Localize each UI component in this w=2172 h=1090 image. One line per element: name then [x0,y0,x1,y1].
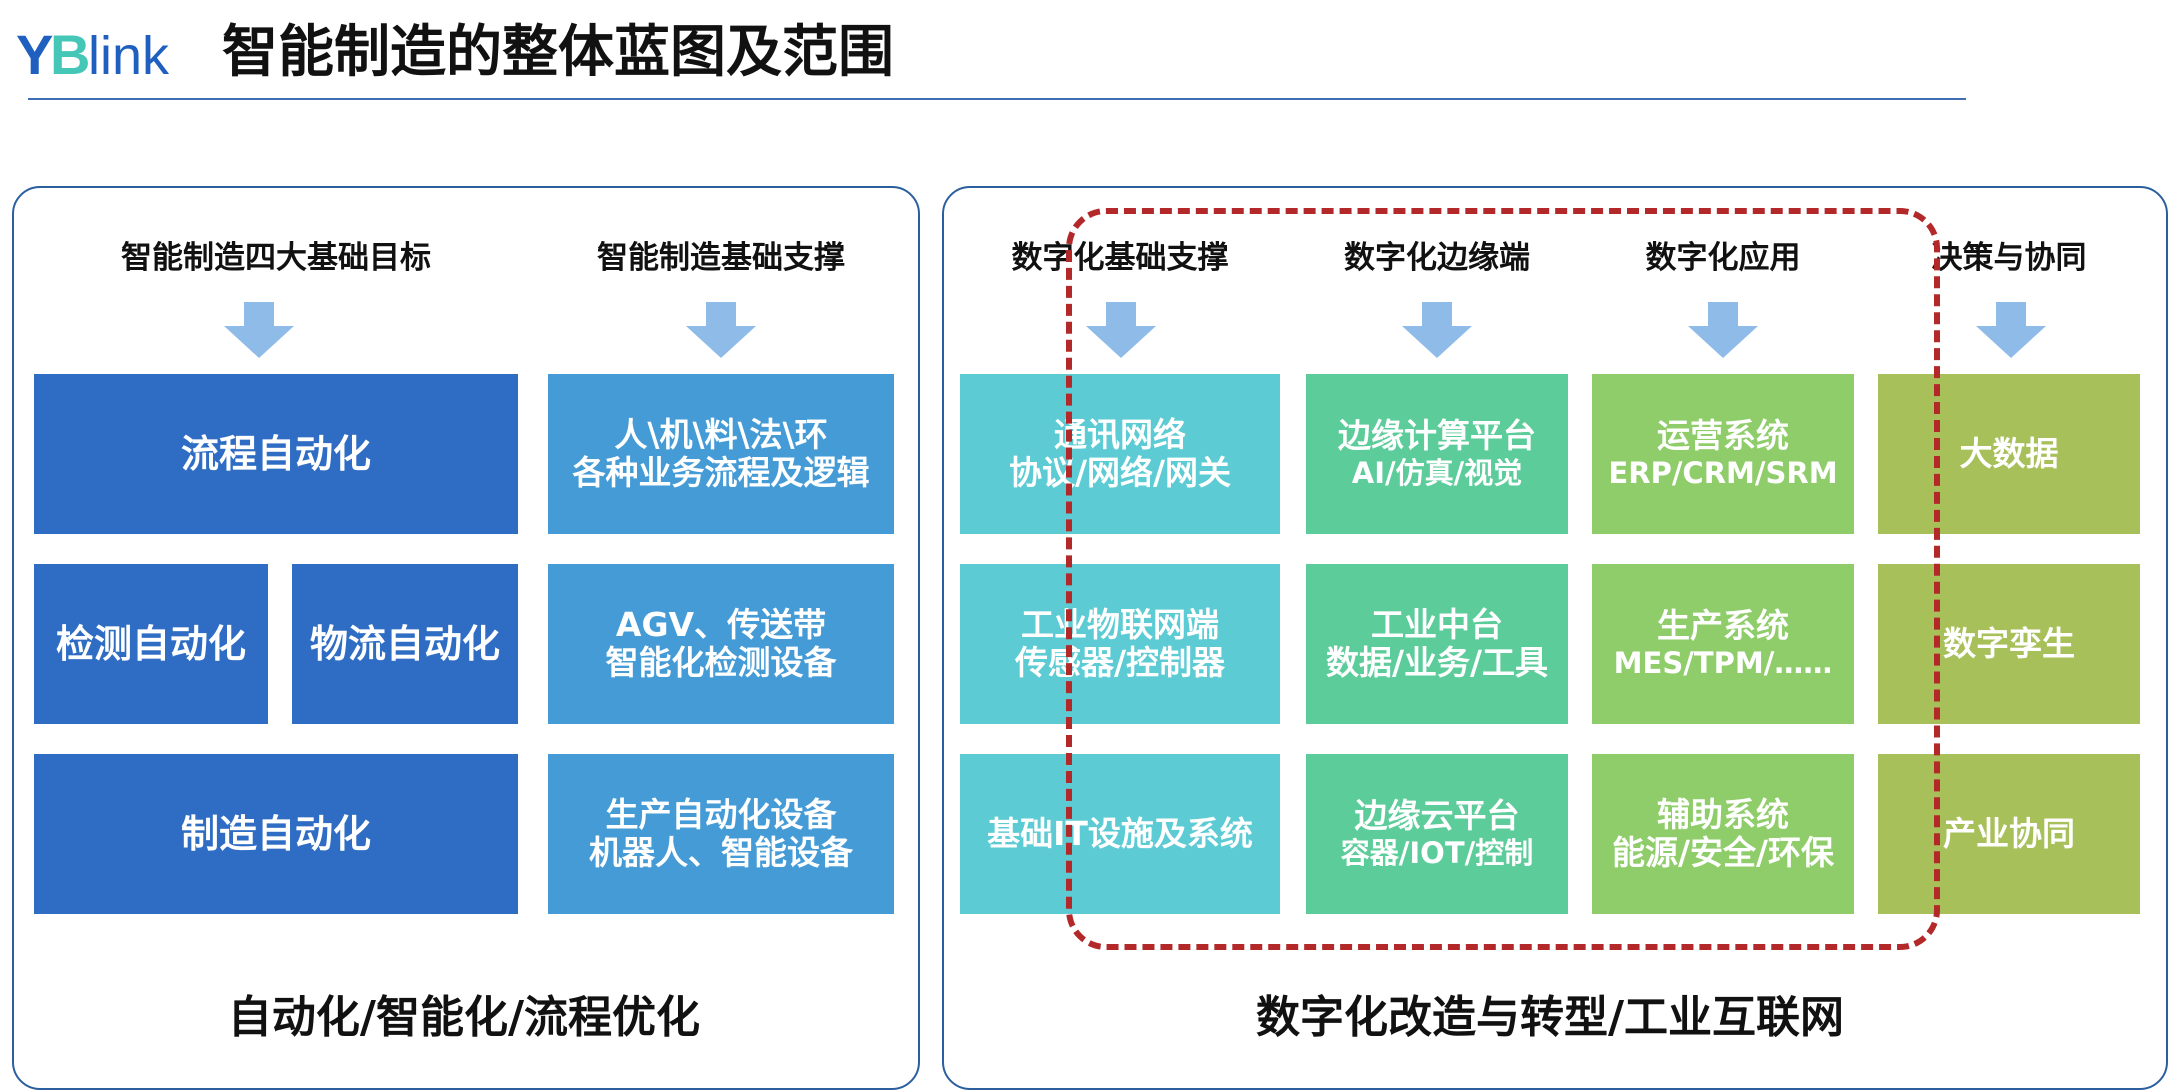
col-heading-decision-collaboration: 决策与协同 [1931,240,2087,276]
box-support-people-machine: 人\机\料\法\环 各种业务流程及逻辑 [548,374,894,534]
col-heading-digital-edge: 数字化边缘端 [1344,240,1530,276]
svg-text:B: B [50,23,90,86]
box-label: 数字孪生 [1943,624,2075,663]
box-line-2: AI/仿真/视觉 [1351,456,1523,490]
box-communication-network: 通讯网络 协议/网络/网关 [960,374,1280,534]
box-line-1: 运营系统 [1657,416,1789,455]
box-label: 流程自动化 [180,432,371,476]
box-edge-computing: 边缘计算平台 AI/仿真/视觉 [1306,374,1568,534]
box-support-production-equipment: 生产自动化设备 机器人、智能设备 [548,754,894,914]
box-manufacturing-automation: 制造自动化 [34,754,518,914]
right-panel-caption: 数字化改造与转型/工业互联网 [1255,992,1845,1043]
box-line-1: 工业物联网端 [1021,605,1219,644]
box-line-2: 协议/网络/网关 [1008,453,1232,492]
box-line-2: 传感器/控制器 [1014,643,1226,682]
box-iiot-endpoint: 工业物联网端 传感器/控制器 [960,564,1280,724]
box-auxiliary-system: 辅助系统 能源/安全/环保 [1592,754,1854,914]
box-line-2: 数据/业务/工具 [1325,643,1549,682]
box-line-1: 基础IT设施及系统 [987,814,1253,853]
box-inspection-automation: 检测自动化 [34,564,268,724]
col-heading-foundation-goals: 智能制造四大基础目标 [121,240,431,276]
box-line-2: 各种业务流程及逻辑 [572,453,870,492]
box-label: 检测自动化 [55,622,246,666]
col-heading-digital-application: 数字化应用 [1645,240,1801,276]
svg-text:Y: Y [16,23,53,86]
box-big-data: 大数据 [1878,374,2140,534]
box-line-1: 辅助系统 [1657,795,1789,834]
box-line-2: 容器/IOT/控制 [1340,836,1534,870]
box-edge-cloud: 边缘云平台 容器/IOT/控制 [1306,754,1568,914]
box-industrial-middle-platform: 工业中台 数据/业务/工具 [1306,564,1568,724]
header-divider [28,98,1966,100]
box-line-1: 工业中台 [1371,605,1503,644]
box-label: 物流自动化 [309,622,500,666]
down-arrow-icon [224,302,294,358]
box-production-system: 生产系统 MES/TPM/…… [1592,564,1854,724]
box-support-agv: AGV、传送带 智能化检测设备 [548,564,894,724]
down-arrow-icon [1086,302,1156,358]
box-it-infrastructure: 基础IT设施及系统 [960,754,1280,914]
box-line-1: AGV、传送带 [615,605,827,644]
box-line-2: ERP/CRM/SRM [1608,456,1838,490]
box-line-1: 边缘云平台 [1354,796,1520,835]
down-arrow-icon [1402,302,1472,358]
page-title: 智能制造的整体蓝图及范围 [222,20,894,85]
svg-text:link: link [88,26,170,86]
yblink-logo: Y B link [16,23,170,86]
col-heading-foundation-support: 智能制造基础支撑 [597,240,845,276]
box-line-1: 生产系统 [1657,606,1789,645]
left-panel-caption: 自动化/智能化/流程优化 [227,992,701,1043]
box-line-2: 机器人、智能设备 [589,833,853,872]
col-heading-digital-foundation: 数字化基础支撑 [1011,240,1229,276]
box-line-1: 通讯网络 [1054,415,1186,454]
box-line-1: 人\机\料\法\环 [614,415,828,454]
box-line-2: 智能化检测设备 [605,643,837,682]
box-line-2: 能源/安全/环保 [1611,833,1835,872]
down-arrow-icon [1688,302,1758,358]
box-line-1: 边缘计算平台 [1338,416,1536,455]
box-label: 产业协同 [1943,814,2075,853]
box-operations-system: 运营系统 ERP/CRM/SRM [1592,374,1854,534]
box-label: 大数据 [1959,434,2059,473]
box-logistics-automation: 物流自动化 [292,564,518,724]
down-arrow-icon [686,302,756,358]
box-process-automation: 流程自动化 [34,374,518,534]
box-line-1: 生产自动化设备 [605,795,837,834]
box-digital-twin: 数字孪生 [1878,564,2140,724]
box-label: 制造自动化 [180,812,371,856]
box-industry-collaboration: 产业协同 [1878,754,2140,914]
down-arrow-icon [1976,302,2046,358]
box-line-2: MES/TPM/…… [1613,646,1833,680]
